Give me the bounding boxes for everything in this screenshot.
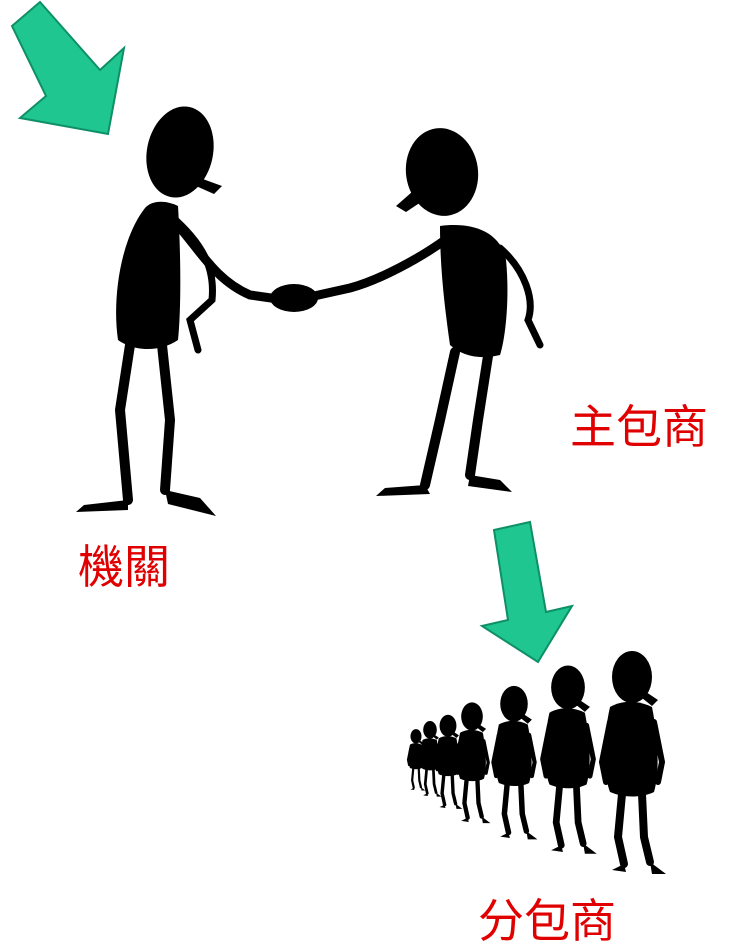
subcontractor-figure-icon xyxy=(598,651,666,874)
subcontractor-label: 分包商 xyxy=(478,894,616,947)
subcontractor-figure-icon xyxy=(540,665,597,854)
prime-contractor-figure-icon xyxy=(300,128,544,496)
handshake-icon xyxy=(270,284,318,312)
subcontractor-arrow-icon xyxy=(479,520,575,664)
subcontractor-figure-icon xyxy=(434,714,463,809)
prime-contractor-label: 主包商 xyxy=(570,400,708,454)
subcontractor-figure-icon xyxy=(491,685,538,840)
agency-label: 機關 xyxy=(78,540,170,594)
subcontractor-figure-icon xyxy=(454,702,491,824)
agency-arrow-icon xyxy=(10,0,126,136)
agency-figure-icon xyxy=(76,106,290,516)
subcontractor-queue-icon xyxy=(406,651,666,874)
